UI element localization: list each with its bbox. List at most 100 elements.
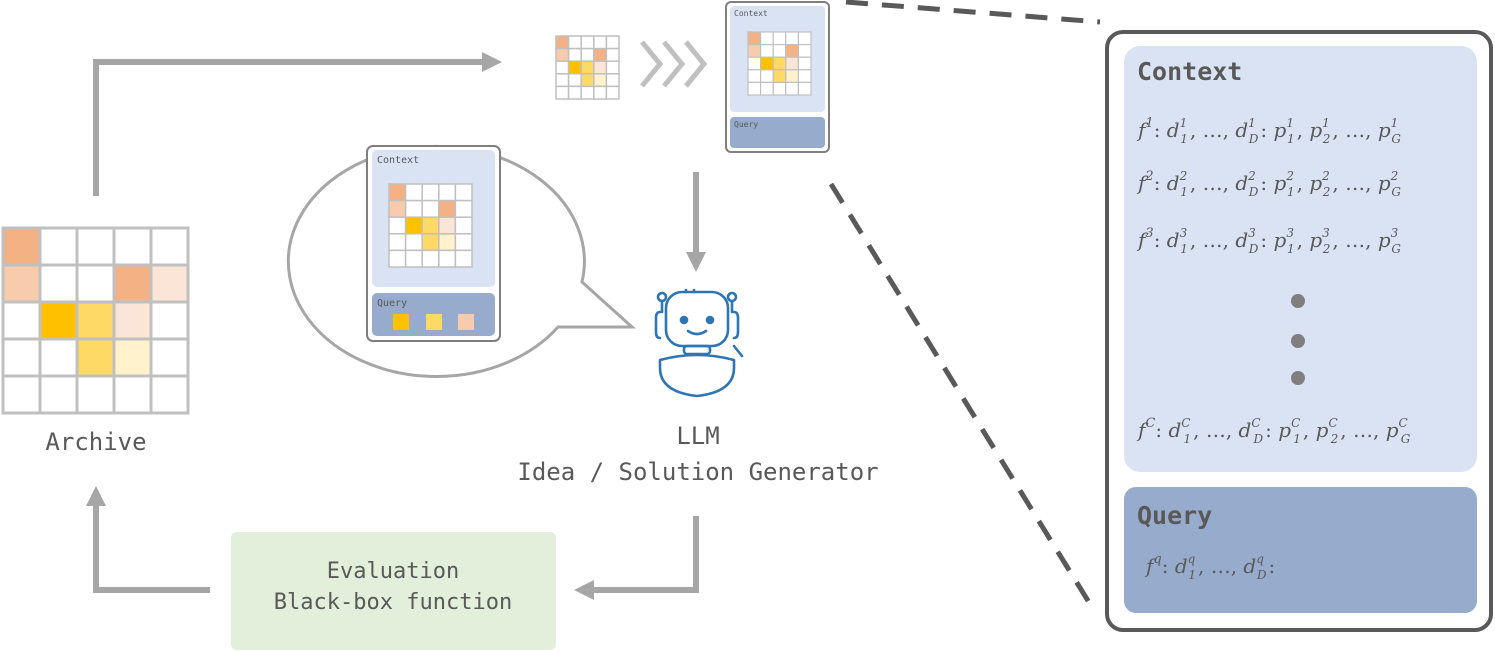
grid-cell (404, 216, 423, 235)
grid-cell (421, 233, 440, 252)
grid-cell (38, 226, 79, 267)
grid-cell (797, 43, 812, 58)
evaluation-label: Evaluation (327, 559, 459, 584)
archive-label: Archive (45, 428, 146, 456)
grid-cell (797, 69, 812, 84)
prompt-card-small-grid (747, 31, 812, 96)
grid-cell (112, 300, 153, 341)
grid-cell (454, 249, 473, 268)
grid-cell (593, 85, 608, 100)
grid-cell (404, 183, 423, 202)
query-panel (1124, 487, 1477, 613)
grid-cell (112, 263, 153, 304)
grid-cell (747, 43, 762, 58)
grid-cell (421, 216, 440, 235)
grid-cell (421, 249, 440, 268)
llm-subtitle: Idea / Solution Generator (517, 458, 878, 486)
grid-cell (149, 263, 190, 304)
grid-cell (404, 249, 423, 268)
grid-cell (605, 73, 620, 88)
grid-cell (605, 60, 620, 75)
prompt-card-bubble-context-label: Context (377, 155, 419, 166)
grid-cell (75, 300, 116, 341)
grid-cell (772, 69, 787, 84)
grid-cell (772, 56, 787, 71)
grid-cell (555, 85, 570, 100)
grid-cell (112, 374, 153, 415)
grid-cell (785, 31, 799, 46)
grid-cell (112, 226, 153, 267)
grid-cell (785, 43, 799, 58)
grid-cell (75, 226, 116, 267)
grid-cell (149, 226, 190, 267)
prompt-card-bubble-query-cells (393, 314, 474, 330)
grid-cell (38, 337, 79, 378)
prompt-card-bubble: Context Query (366, 145, 501, 342)
grid-cell (388, 233, 407, 252)
arrow-llm-to-evaluation (590, 516, 699, 593)
grid-cell (605, 85, 620, 100)
grid-cell (438, 216, 457, 235)
grid-cell (567, 85, 582, 100)
prompt-card-small-context-label: Context (734, 9, 768, 18)
grid-cell (759, 69, 774, 84)
grid-cell (759, 56, 774, 71)
grid-cell (797, 56, 812, 71)
grid-cell (580, 60, 595, 75)
context-panel (1124, 46, 1477, 472)
evaluation-box: Evaluation Black-box function (231, 532, 556, 650)
prompt-card-small: Context Query (725, 1, 830, 153)
grid-cell (404, 199, 423, 218)
grid-cell (580, 47, 595, 62)
grid-cell (438, 199, 457, 218)
grid-cell (593, 73, 608, 88)
grid-cell (567, 73, 582, 88)
grid-cell (555, 35, 570, 50)
grid-cell (759, 43, 774, 58)
grid-cell (75, 263, 116, 304)
grid-cell (438, 249, 457, 268)
ellipsis-dot-3 (1291, 371, 1305, 385)
arrowhead-up-icon (86, 486, 106, 506)
grid-cell (149, 374, 190, 415)
grid-cell (747, 56, 762, 71)
grid-cell (747, 69, 762, 84)
grid-cell (567, 35, 582, 50)
grid-cell (785, 56, 799, 71)
grid-cell (580, 35, 595, 50)
flow-arrows (86, 52, 706, 600)
grid-cell (388, 183, 407, 202)
grid-cell (605, 35, 620, 50)
grid-cell (75, 337, 116, 378)
arrow-archive-to-context (93, 59, 486, 196)
grid-cell (1, 374, 42, 415)
arrowhead-right-icon (482, 52, 502, 72)
grid-cell (38, 300, 79, 341)
chevrons-icon (640, 40, 708, 88)
grid-cell (555, 73, 570, 88)
query-cell (458, 314, 474, 330)
grid-cell (388, 199, 407, 218)
grid-cell (149, 337, 190, 378)
grid-cell (438, 233, 457, 252)
arrowhead-down-icon (686, 252, 706, 272)
grid-cell (38, 263, 79, 304)
grid-cell (593, 60, 608, 75)
grid-cell (759, 31, 774, 46)
grid-cell (567, 60, 582, 75)
grid-cell (772, 31, 787, 46)
grid-cell (580, 85, 595, 100)
arrowhead-left-icon (574, 580, 594, 600)
grid-cell (747, 31, 762, 46)
grid-cell (1, 263, 42, 304)
robot-icon (654, 288, 744, 398)
query-cell (426, 314, 442, 330)
grid-cell (75, 374, 116, 415)
llm-label: LLM (676, 422, 719, 450)
grid-cell (785, 81, 799, 96)
